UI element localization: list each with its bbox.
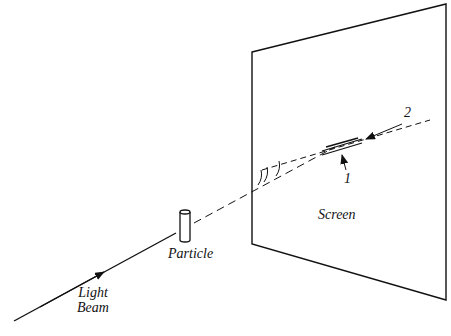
part-label: Particle [168,247,238,262]
beam-label: Light Beam [68,286,118,315]
callout-number: 1 [344,172,364,187]
wavefront [276,161,280,176]
particle-cylinder [180,210,190,242]
part-label: Screen [318,208,388,223]
wavefront [264,167,268,182]
light-beam [14,233,176,321]
screen-outline [252,4,446,300]
screen-axis [262,120,430,170]
leader-line [366,124,402,139]
wavefront [258,170,262,185]
leader-line [342,155,346,170]
scattered-beam [194,147,335,223]
callout-number: 2 [404,106,424,121]
diffraction-fringes [322,138,362,155]
